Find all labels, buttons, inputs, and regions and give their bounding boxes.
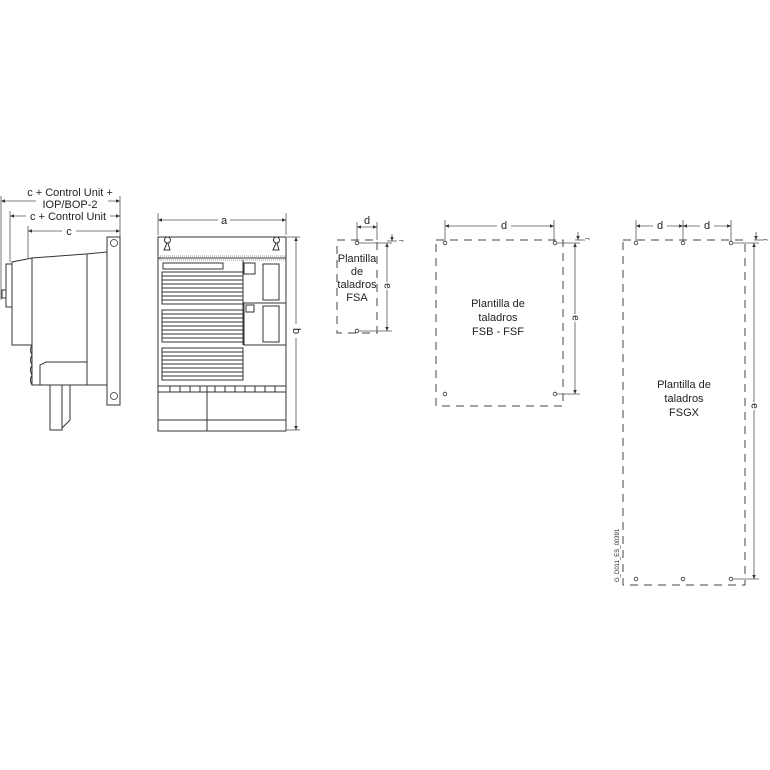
heatsink-fins <box>161 271 244 381</box>
dim-a-label: a <box>221 215 228 227</box>
fsgx-label-3: FSGX <box>669 407 700 419</box>
side-view: c + Control Unit + IOP/BOP-2 c + Control… <box>0 187 121 431</box>
fsgx-dim-e: e <box>748 403 759 409</box>
fsa-dim-f: f <box>397 240 403 242</box>
fsa-dim-e: e <box>381 283 392 289</box>
fsa-label-1: Plantilla <box>338 253 377 265</box>
fsgx-dim-d-1: d <box>657 220 663 232</box>
fsgx-dim-f: f <box>761 239 767 241</box>
fsa-label-4: FSA <box>346 292 368 304</box>
dim-c-cu-label: c + Control Unit <box>30 211 106 223</box>
fsgx-dim-d-2: d <box>704 220 710 232</box>
fsb-dim-f: f <box>583 238 589 240</box>
fsa-label-2: de <box>351 266 363 278</box>
fsa-label-3: taladros <box>337 279 377 291</box>
fsb-label-1: Plantilla de <box>471 298 525 310</box>
fsgx-label-1: Plantilla de <box>657 379 711 391</box>
template-fsgx: d d e f Plantilla de taladros FSGX <box>622 218 767 586</box>
fsa-dim-d: d <box>364 215 370 227</box>
dim-b-label: b <box>290 328 302 334</box>
dim-c-label: c <box>66 226 72 238</box>
fsb-label-2: taladros <box>478 312 518 324</box>
fsgx-label-2: taladros <box>664 393 704 405</box>
fsb-dim-e: e <box>569 315 580 321</box>
dim-c-cu-iop-label-2: IOP/BOP-2 <box>42 199 97 211</box>
drawing-id: G_D011_ES_00391 <box>615 528 621 582</box>
front-view: a b <box>157 212 302 432</box>
fsb-label-3: FSB - FSF <box>472 326 524 338</box>
dim-c-cu-iop-label-1: c + Control Unit + <box>27 187 113 199</box>
fsb-dim-d: d <box>501 220 507 232</box>
template-fsa: d e f Plantilla de taladros FSA <box>336 215 403 334</box>
template-fsb-fsf: d e f Plantilla de taladros FSB - FSF <box>435 218 589 407</box>
